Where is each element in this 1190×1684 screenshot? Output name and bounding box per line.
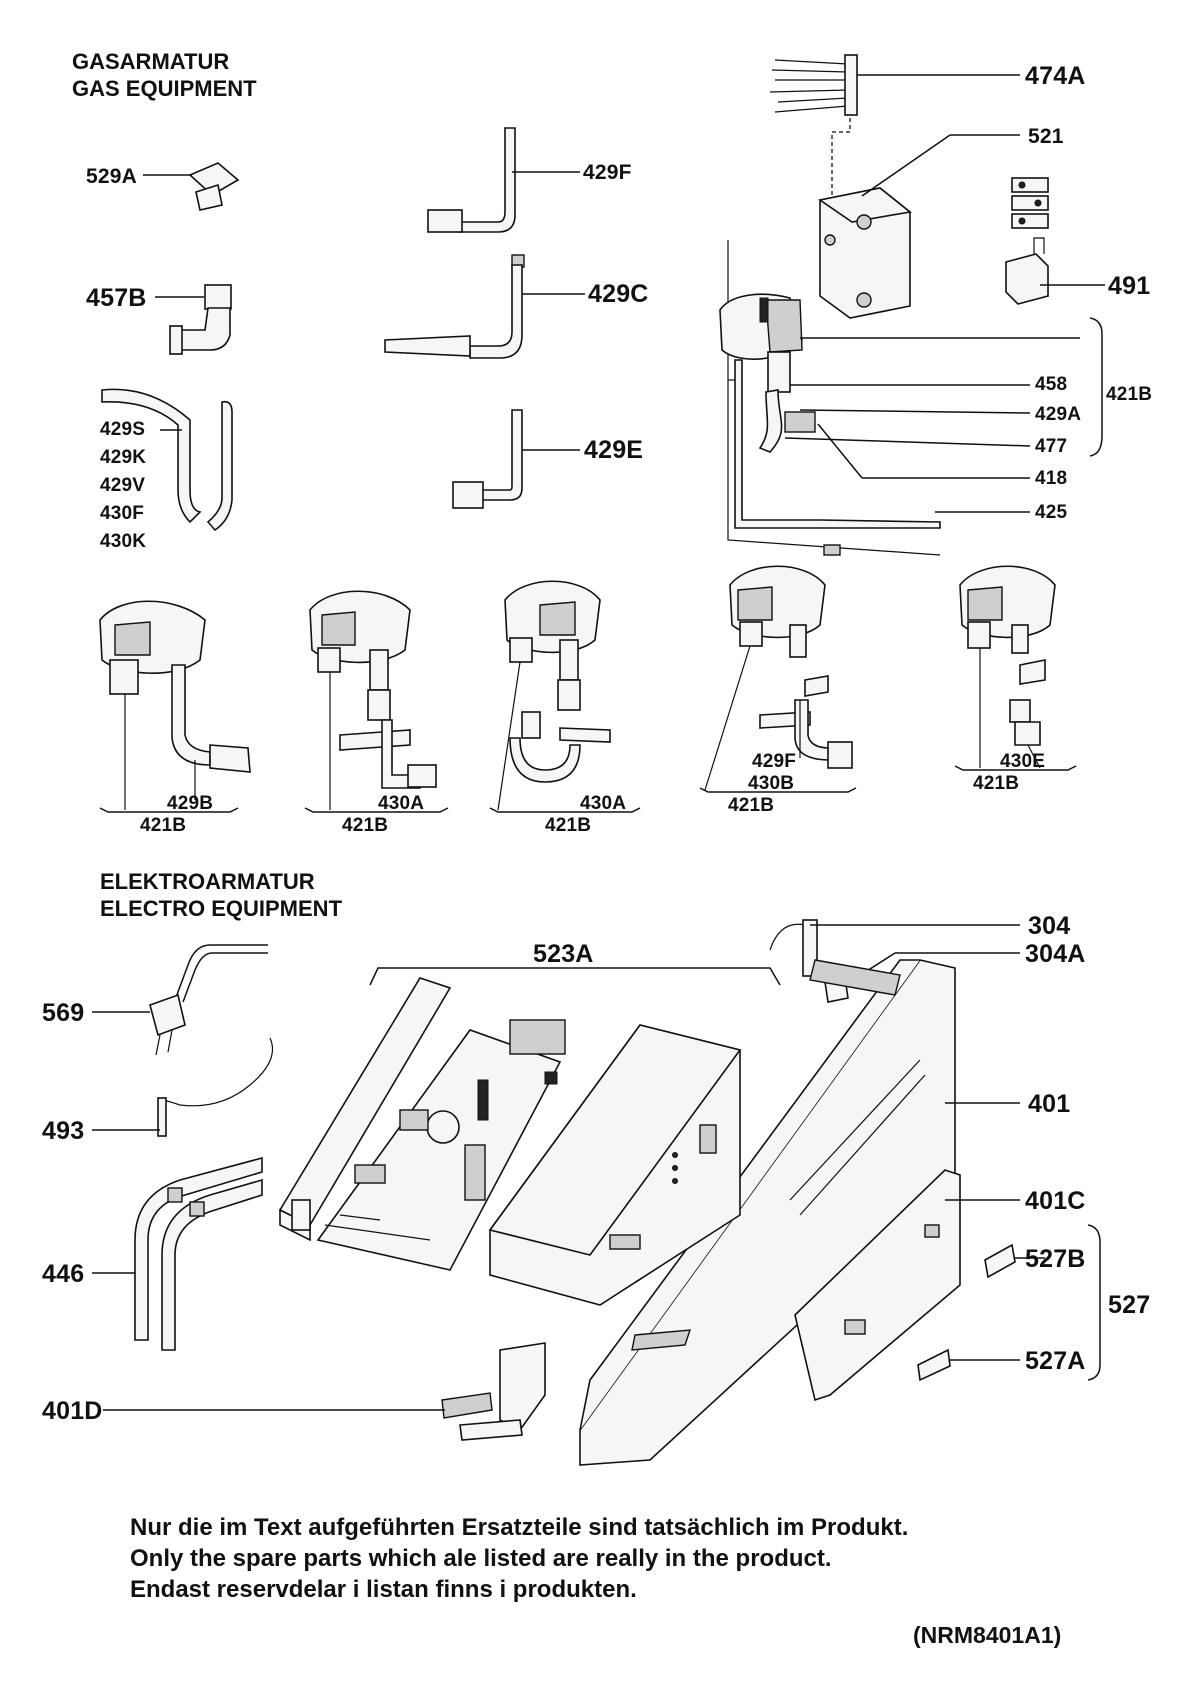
bracket-527 (1087, 1224, 1101, 1381)
label-523A: 523A (533, 940, 594, 968)
label-430K: 430K (100, 531, 147, 552)
label-variant3-part: 430A (580, 793, 627, 814)
footer-note: Nur die im Text aufgeführten Ersatzteile… (130, 1512, 908, 1605)
label-429C: 429C (588, 280, 649, 308)
part-421B-valve-assembly (719, 240, 1103, 556)
label-430F: 430F (100, 503, 145, 524)
label-304A: 304A (1025, 940, 1086, 968)
part-527A-cap (917, 1348, 1020, 1382)
part-429E-pipe (452, 409, 580, 509)
label-491: 491 (1108, 272, 1151, 300)
document-code: (NRM8401A1) (913, 1622, 1062, 1648)
part-401D-bracket (103, 1342, 546, 1441)
part-491-relay (1005, 177, 1105, 305)
electro-header-de: ELEKTROARMATUR (100, 869, 315, 894)
bracket-523A (369, 967, 781, 986)
label-variant4-part2: 430B (748, 773, 795, 794)
label-527: 527 (1108, 1291, 1151, 1319)
part-429F-pipe (427, 127, 580, 233)
valve-variant-3 (489, 580, 641, 813)
label-401C: 401C (1025, 1187, 1086, 1215)
label-429E: 429E (584, 436, 644, 464)
label-429K: 429K (100, 447, 147, 468)
footer-note-en: Only the spare parts which ale listed ar… (130, 1545, 832, 1572)
part-401C-front-panel (794, 1169, 1020, 1402)
gas-header-en: GAS EQUIPMENT (72, 76, 257, 101)
part-569-cable (92, 944, 268, 1056)
label-418: 418 (1035, 468, 1068, 489)
label-variant4-part1: 429F (752, 751, 797, 772)
valve-variant-1 (99, 600, 251, 813)
footer-note-sv: Endast reservdelar i listan finns i prod… (130, 1576, 637, 1603)
label-429F: 429F (583, 161, 632, 184)
label-569: 569 (42, 999, 85, 1027)
footer-note-de: Nur die im Text aufgeführten Ersatzteile… (130, 1514, 909, 1541)
label-458: 458 (1035, 374, 1068, 395)
part-529A-fitting (143, 162, 240, 211)
part-521-ignition-module (817, 134, 1020, 319)
gas-header-de: GASARMATUR (72, 49, 230, 74)
part-474A-wire-harness (769, 54, 1020, 195)
label-425: 425 (1035, 502, 1068, 523)
label-variant4-group: 421B (728, 795, 775, 816)
valve-variant-4 (699, 565, 857, 793)
label-527B: 527B (1025, 1245, 1086, 1273)
part-446-pipes (92, 1156, 263, 1351)
part-401-cover (579, 959, 1020, 1466)
label-401: 401 (1028, 1090, 1071, 1118)
label-variant5-part: 430E (1000, 751, 1046, 772)
label-527A: 527A (1025, 1347, 1086, 1375)
electro-header-en: ELECTRO EQUIPMENT (100, 896, 343, 921)
label-variant2-part: 430A (378, 793, 425, 814)
label-521: 521 (1028, 125, 1064, 148)
label-variant1-group: 421B (140, 815, 187, 836)
label-variant3-group: 421B (545, 815, 592, 836)
label-474A: 474A (1025, 62, 1086, 90)
label-429S: 429S (100, 419, 146, 440)
display-frame (488, 1024, 742, 1306)
label-variant5-group: 421B (973, 773, 1020, 794)
part-493-thermocouple (92, 1037, 274, 1137)
label-304: 304 (1028, 912, 1071, 940)
part-527B-cap (984, 1243, 1045, 1279)
label-477: 477 (1035, 436, 1068, 457)
label-429A: 429A (1035, 404, 1082, 425)
label-529A: 529A (86, 165, 138, 188)
gas-section-header: GASARMATUR GAS EQUIPMENT (72, 48, 257, 102)
label-446: 446 (42, 1260, 85, 1288)
label-421B-top: 421B (1106, 384, 1153, 405)
label-401D: 401D (42, 1397, 103, 1425)
part-457B-elbow (155, 284, 232, 355)
label-429V: 429V (100, 475, 146, 496)
label-variant1-part: 429B (167, 793, 214, 814)
label-variant2-group: 421B (342, 815, 389, 836)
electro-section-header: ELEKTROARMATUR ELECTRO EQUIPMENT (100, 868, 342, 922)
part-429S-hoses (101, 388, 233, 532)
valve-variant-2 (304, 590, 449, 813)
label-457B: 457B (86, 284, 147, 312)
part-523A-pcb (278, 977, 566, 1271)
valve-variant-5 (954, 565, 1077, 771)
label-493: 493 (42, 1117, 85, 1145)
part-429C-pipe (384, 254, 585, 359)
